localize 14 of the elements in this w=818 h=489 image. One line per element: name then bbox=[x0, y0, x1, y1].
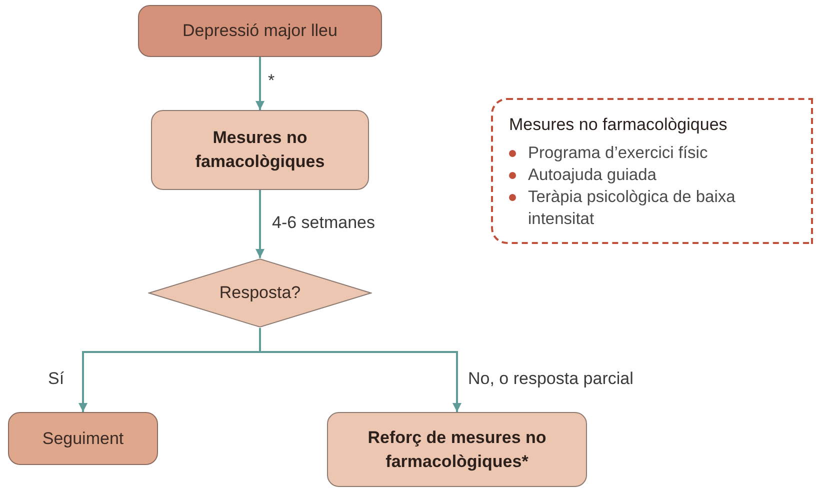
panel-heading: Mesures no farmacològiques bbox=[509, 114, 728, 136]
arrow bbox=[256, 190, 264, 258]
arrow bbox=[259, 328, 462, 412]
note-panel bbox=[491, 98, 813, 244]
list-item: Teràpia psicològica de baixa intensitat bbox=[528, 186, 736, 230]
start-box: Depressió major lleu bbox=[138, 5, 382, 57]
decision-diamond bbox=[148, 258, 372, 328]
list-item: Autoajuda guiada bbox=[528, 164, 656, 186]
list-item: Programa d’exercici físic bbox=[528, 142, 708, 164]
decision-text: Resposta? bbox=[219, 282, 301, 304]
process-box: Reforç de mesures no farmacològiques* bbox=[327, 412, 587, 487]
arrow bbox=[256, 57, 264, 110]
process-box: Mesures no famacològiques bbox=[151, 110, 369, 190]
end-box: Seguiment bbox=[8, 412, 158, 465]
